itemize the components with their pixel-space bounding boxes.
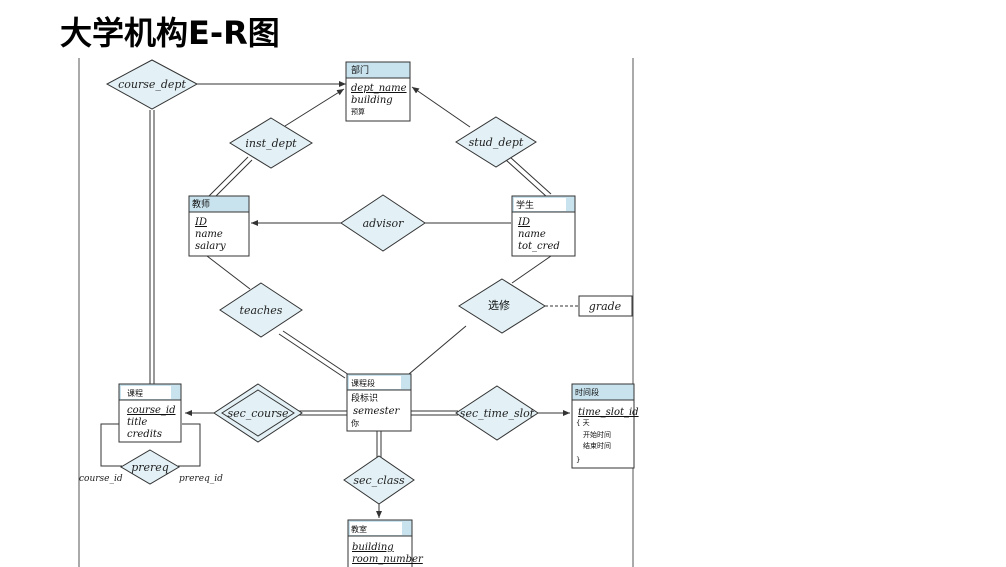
attribute-dept-name: dept_name (351, 83, 407, 94)
page-title: 大学机构E-R图 (60, 14, 280, 52)
entity-time-slot: 时间段 time_slot_id { 天 开始时间 结束时间 } (571, 383, 639, 469)
relationship-label: teaches (240, 304, 283, 317)
line-teaches-instructor (206, 255, 251, 290)
line-inst-dept-instructor-a (207, 156, 249, 198)
line-prereq-course-id (100, 423, 122, 467)
relationship-takes: 选修 (458, 278, 546, 334)
attribute-id: ID (194, 217, 207, 228)
attribute-semester: semester (353, 406, 401, 417)
line-stud-dept-department (411, 86, 471, 128)
entity-course: 课程 course_id title credits (118, 383, 182, 443)
relationship-teaches: teaches (219, 282, 303, 338)
line-takes-student (511, 255, 552, 284)
relationship-label: sec_class (353, 474, 405, 487)
attribute-id: ID (517, 217, 530, 228)
relationship-sec-class: sec_class (343, 455, 415, 505)
role-label-prereq-id: prereq_id (179, 474, 223, 484)
attribute-name: name (195, 229, 223, 240)
attribute-title: title (127, 417, 147, 428)
entity-instructor: 教师 ID name salary (188, 195, 250, 257)
attribute-name: name (518, 229, 546, 240)
relationship-prereq: prereq (120, 449, 180, 485)
role-label-course-id: course_id (79, 474, 123, 484)
line-teaches-section-b (278, 333, 346, 379)
attribute-credits: credits (127, 429, 162, 440)
attribute-building: building (352, 542, 394, 553)
attribute-grade: grade (578, 295, 633, 317)
entity-name: 部门 (351, 64, 369, 76)
relationship-inst-dept: inst_dept (229, 117, 313, 169)
relationship-course-dept: course_dept (105, 59, 199, 110)
relationship-label: inst_dept (245, 137, 297, 150)
entity-name: 教师 (192, 198, 210, 210)
line-prereq-prereq-id (178, 423, 201, 467)
attribute-start-time: 开始时间 (583, 430, 611, 439)
attribute-course-id: course_id (127, 405, 176, 416)
line-inst-dept-department (284, 88, 345, 127)
relationship-sec-course: sec_course (213, 383, 303, 443)
svg-text:grade: grade (589, 300, 622, 313)
relationship-advisor: advisor (340, 194, 426, 252)
relationship-label: prereq (131, 461, 169, 474)
entity-section: 课程段 段标识 semester 你 (346, 373, 412, 432)
attribute-budget: 预算 (351, 107, 365, 116)
entity-name: 课程段 (351, 378, 375, 388)
attribute-day: { 天 (576, 419, 590, 427)
attribute-building: building (351, 95, 393, 106)
attribute-salary: salary (195, 241, 226, 252)
attribute-end-time: 结束时间 (583, 441, 611, 450)
attribute-year: 你 (351, 418, 359, 428)
attribute-brace-close: } (576, 456, 580, 464)
relationship-stud-dept: stud_dept (455, 116, 537, 168)
attribute-time-slot-id: time_slot_id (578, 407, 639, 418)
entity-classroom: 教室 building room_number (347, 519, 424, 567)
line-inst-dept-instructor-b (211, 159, 253, 201)
entity-name: 教室 (351, 524, 367, 534)
entity-name: 时间段 (575, 387, 599, 397)
entity-department: 部门 dept_name building 预算 (345, 61, 411, 122)
entity-name: 学生 (516, 199, 534, 211)
relationship-label: course_dept (118, 78, 186, 91)
relationship-label: stud_dept (469, 136, 524, 149)
entity-name: 课程 (127, 389, 143, 398)
relationship-label: sec_time_slot (460, 407, 535, 420)
relationship-label: advisor (363, 217, 405, 230)
attribute-tot-cred: tot_cred (518, 241, 560, 252)
attribute-room-number: room_number (352, 554, 424, 565)
line-stud-dept-student-b (509, 156, 552, 195)
relationship-label: sec_course (227, 407, 289, 420)
attribute-sec-id: 段标识 (351, 392, 378, 404)
relationship-label: 选修 (488, 298, 510, 312)
entity-student: 学生 ID name tot_cred (511, 195, 576, 257)
line-stud-dept-student-a (505, 159, 548, 198)
line-teaches-section-a (282, 330, 350, 376)
line-takes-section (408, 325, 467, 375)
relationship-sec-time-slot: sec_time_slot (455, 385, 539, 441)
